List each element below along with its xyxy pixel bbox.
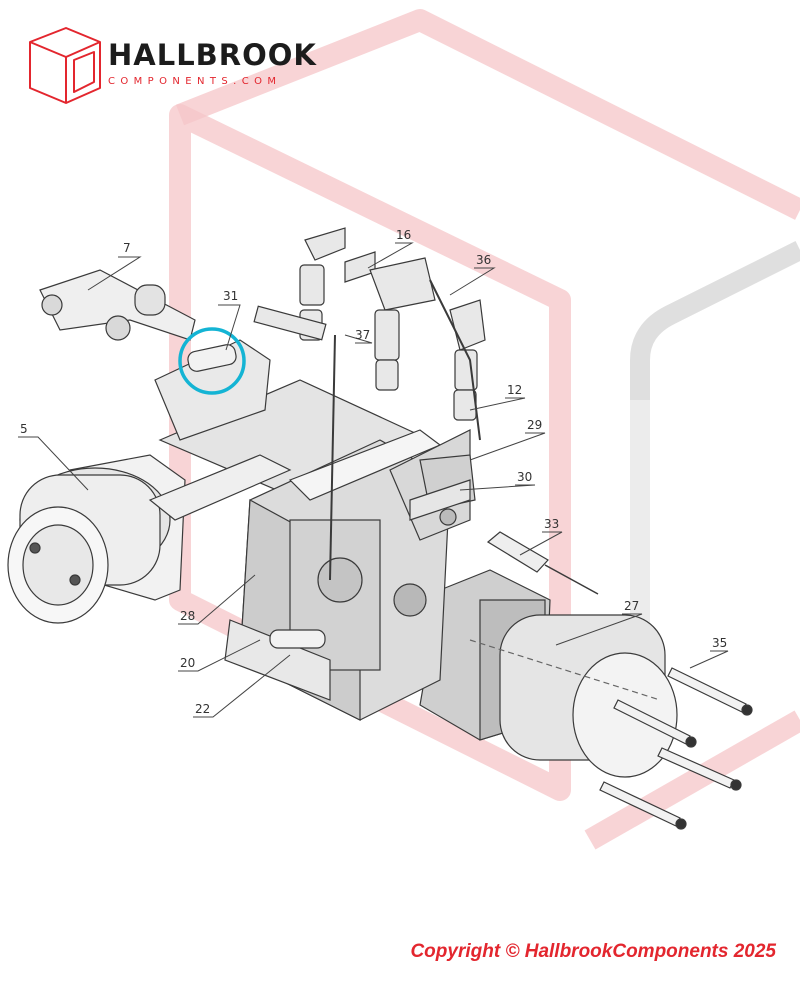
part-label-36: 36 bbox=[476, 253, 491, 267]
part-label-30: 30 bbox=[517, 470, 532, 484]
part-label-22: 22 bbox=[195, 702, 210, 716]
part-number-labels: 7 31 16 36 37 12 29 30 5 33 27 35 28 20 … bbox=[20, 228, 727, 716]
highlight-ring-part-31 bbox=[178, 327, 246, 395]
right-gear-motor bbox=[419, 569, 678, 778]
brand-name: HALLBROOK bbox=[108, 38, 317, 72]
copyright-notice: Copyright © HallbrookComponents 2025 bbox=[410, 941, 776, 962]
part-label-29: 29 bbox=[527, 418, 542, 432]
part-label-27: 27 bbox=[624, 599, 639, 613]
upper-arm-assembly bbox=[39, 269, 196, 341]
part-label-20: 20 bbox=[180, 656, 195, 670]
long-screws bbox=[599, 667, 753, 830]
part-label-28: 28 bbox=[180, 609, 195, 623]
part-label-16: 16 bbox=[396, 228, 411, 242]
part-label-35: 35 bbox=[712, 636, 727, 650]
part-label-31: 31 bbox=[223, 289, 238, 303]
part-label-7: 7 bbox=[123, 241, 131, 255]
brand-subtitle: COMPONENTS.COM bbox=[108, 76, 282, 87]
left-motor bbox=[7, 454, 186, 624]
part-label-12: 12 bbox=[507, 383, 522, 397]
part-label-33: 33 bbox=[544, 517, 559, 531]
pin-part-33 bbox=[486, 531, 599, 595]
upper-punch-assembly bbox=[253, 227, 486, 581]
part-label-37: 37 bbox=[355, 328, 370, 342]
spring-assembly bbox=[409, 454, 476, 526]
main-frame-assembly bbox=[148, 339, 471, 721]
cube-icon bbox=[29, 27, 101, 104]
part-label-5: 5 bbox=[20, 422, 28, 436]
part-31-shaft bbox=[187, 344, 237, 372]
leader-lines bbox=[18, 242, 729, 718]
